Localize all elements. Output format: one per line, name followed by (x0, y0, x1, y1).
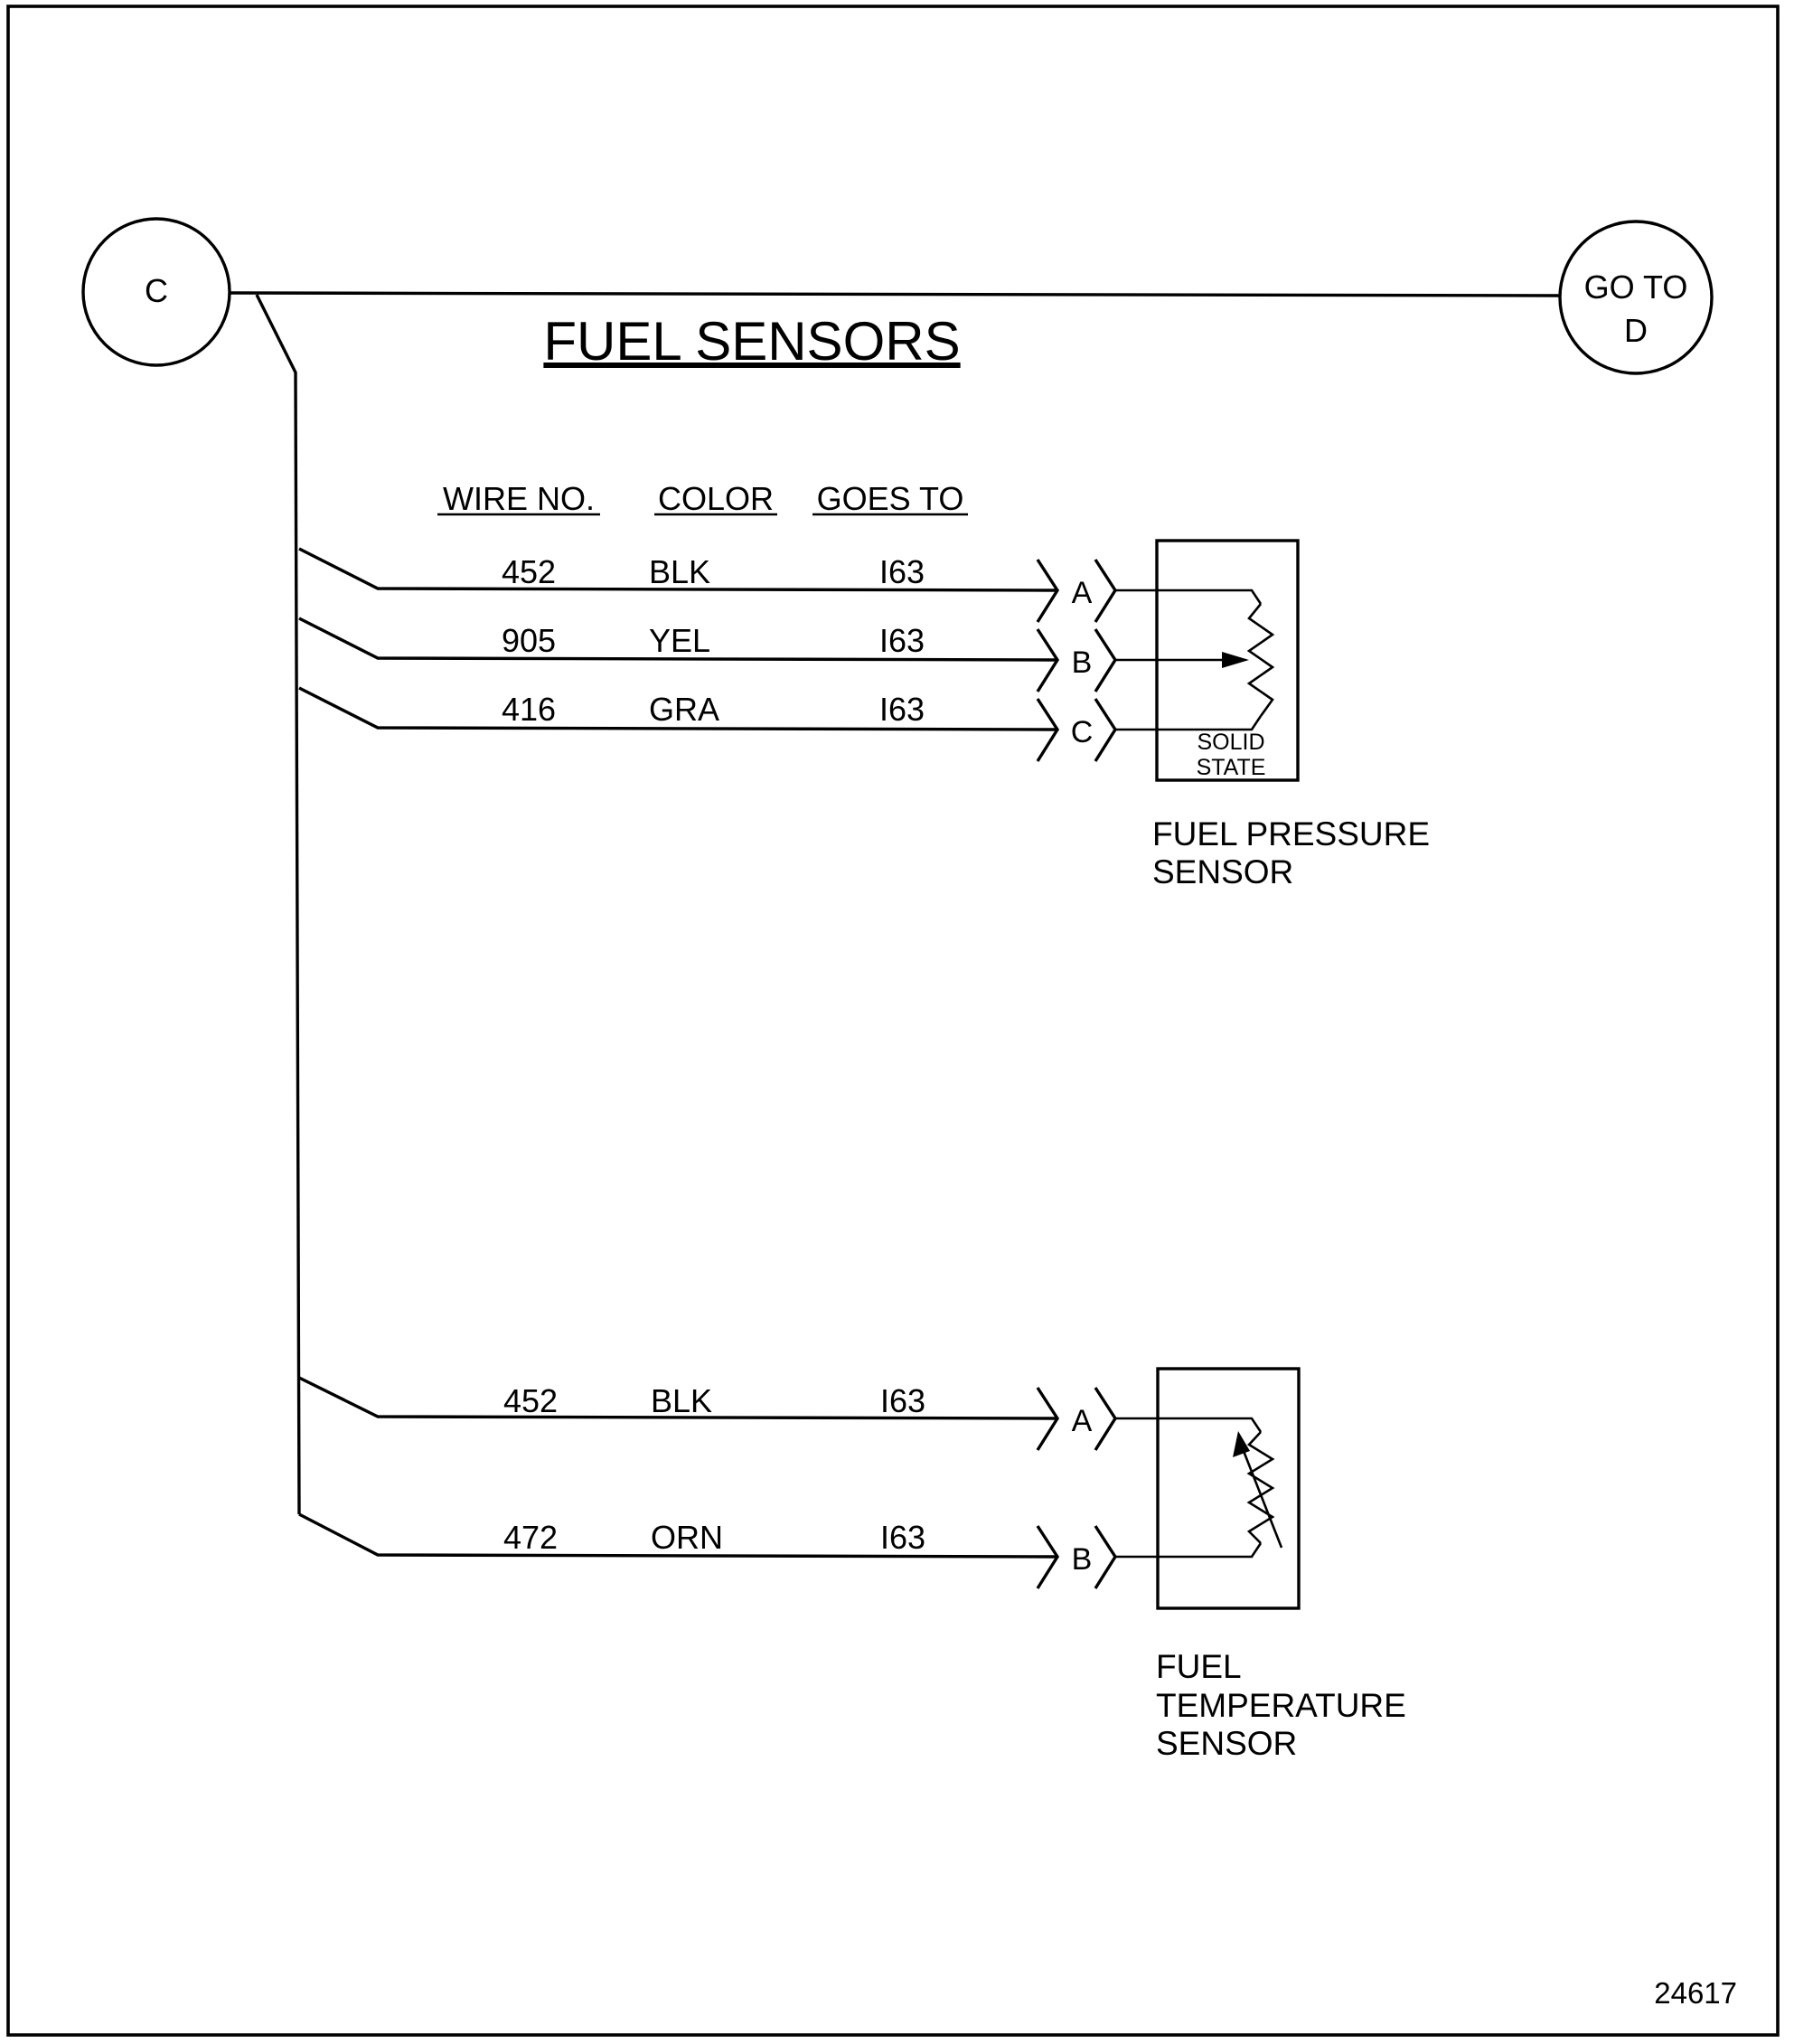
connector-go-to-d-circle (1558, 220, 1714, 375)
pin-b-chevron-left (1036, 628, 1060, 692)
pressure-wiper-arrow-icon (1222, 652, 1249, 668)
temperature-b-goes-to: I63 (880, 1519, 925, 1556)
pressure-sensor-label-line1: FUEL PRESSURE (1152, 815, 1430, 852)
pin-b-chevron-right (1094, 628, 1118, 692)
thermistor-arrow-icon (1233, 1431, 1250, 1457)
header-wire-no: WIRE NO. (443, 480, 595, 517)
wire-pressure-b (298, 617, 1057, 662)
harness-trunk (255, 294, 301, 1515)
temp-pin-b-chevron-left (1036, 1525, 1060, 1589)
pressure-c-goes-to: I63 (879, 691, 925, 728)
pin-a-chevron-left (1036, 559, 1060, 623)
pressure-c-color: GRA (649, 691, 719, 728)
connector-go-to-label: GO TO (1584, 268, 1688, 306)
pressure-resistor-icon (1246, 603, 1275, 717)
temperature-a-wire: 452 (503, 1382, 558, 1419)
temperature-b-wire: 472 (503, 1519, 558, 1556)
wire-pressure-a (298, 547, 1057, 592)
pressure-b-wire: 905 (502, 622, 556, 659)
temperature-sensor-label-line2: TEMPERATURE (1156, 1687, 1406, 1724)
pin-a-chevron-right (1094, 559, 1118, 623)
thermistor-icon (1246, 1431, 1275, 1544)
temperature-lead-a (1115, 1417, 1263, 1433)
temperature-sensor-label-line3: SENSOR (1156, 1725, 1297, 1762)
pressure-lead-a (1115, 589, 1263, 605)
figure-number: 24617 (1654, 1976, 1737, 2010)
outer-frame (6, 5, 1780, 2037)
pressure-pin-a: A (1072, 576, 1093, 610)
pressure-b-goes-to: I63 (879, 622, 925, 659)
pressure-b-color: YEL (649, 622, 710, 659)
temperature-pin-b: B (1072, 1542, 1093, 1577)
pressure-a-wire: 452 (502, 553, 556, 590)
pressure-pin-c: C (1071, 715, 1094, 749)
pressure-a-color: BLK (649, 553, 710, 590)
temperature-pin-a: A (1072, 1404, 1093, 1438)
temperature-sensor-label-line1: FUEL (1156, 1648, 1242, 1685)
temp-pin-a-chevron-right (1094, 1387, 1118, 1451)
header-color: COLOR (658, 480, 774, 517)
temperature-lead-b (1115, 1542, 1263, 1559)
connector-c-label: C (145, 272, 168, 309)
temp-pin-a-chevron-left (1036, 1387, 1060, 1451)
wire-temperature-a (298, 1376, 1057, 1420)
wire-pressure-c (298, 686, 1057, 731)
pressure-state-label: STATE (1197, 755, 1266, 780)
diagram-title: FUEL SENSORS (543, 311, 960, 372)
pressure-lead-c (1115, 715, 1263, 731)
temperature-sensor-box (1156, 1367, 1301, 1610)
pressure-a-goes-to: I63 (879, 553, 925, 590)
pressure-c-wire: 416 (502, 691, 556, 728)
temperature-a-goes-to: I63 (880, 1382, 925, 1419)
pressure-sensor-label-line2: SENSOR (1152, 853, 1293, 890)
connector-c-circle (81, 217, 231, 367)
thermistor-variable-line (1240, 1446, 1283, 1549)
pin-c-chevron-left (1036, 698, 1060, 762)
pressure-solid-label: SOLID (1197, 730, 1264, 755)
main-bus-line (229, 291, 1561, 297)
wire-temperature-b (298, 1512, 1057, 1559)
header-goes-to: GOES TO (817, 480, 964, 517)
temperature-b-color: ORN (651, 1519, 723, 1556)
temp-pin-b-chevron-right (1094, 1525, 1118, 1589)
temperature-a-color: BLK (651, 1382, 712, 1419)
pressure-pin-b: B (1072, 645, 1093, 680)
pin-c-chevron-right (1094, 698, 1118, 762)
connector-d-label: D (1624, 312, 1648, 349)
